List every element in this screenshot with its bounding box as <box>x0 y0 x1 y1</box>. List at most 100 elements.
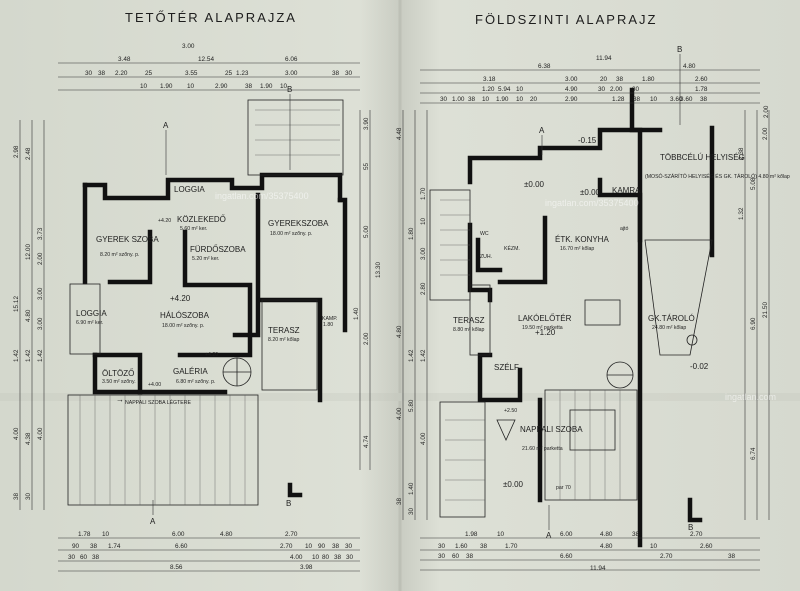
ground-misc-stair: par 70 <box>556 485 571 491</box>
ground-dim-top4-9: 38 <box>700 96 708 103</box>
ground-dim-bottom3-4: 2.70 <box>660 553 673 560</box>
ground-dim-top3-4: 30 <box>598 86 606 93</box>
ground-dim-left-9: 4.00 <box>396 407 403 420</box>
upper-dim-bottom2-6: 90 <box>318 543 326 550</box>
upper-room-terrace: TERASZ <box>268 326 300 335</box>
ground-section-mark-b-top: B <box>677 45 682 54</box>
upper-misc-label-2: 1.80 <box>323 322 333 328</box>
ground-floor-title: FÖLDSZINTI ALAPRAJZ <box>475 12 657 27</box>
upper-stair-arrow: → <box>116 395 124 404</box>
ground-dim-bottom3-2: 38 <box>466 553 474 560</box>
ground-sofa <box>569 409 616 451</box>
upper-dim-bottom1-0: 1.78 <box>78 531 91 538</box>
upper-dim-left-6: 4.80 <box>25 309 32 322</box>
upper-dim-left-13: 4.38 <box>25 432 32 445</box>
ground-dim-bottom3-5: 38 <box>728 553 736 560</box>
ground-dim-top2-4: 3.00 <box>565 76 578 83</box>
ground-level-4: +1.20 <box>535 328 556 337</box>
watermark-ground: ingatlan.com/35375400 <box>545 198 639 208</box>
ground-room-terrace: TERASZ <box>453 316 485 325</box>
upper-dim-bottom2-3: 6.60 <box>175 543 188 550</box>
ground-dim-top3-0: 30 <box>440 96 448 103</box>
ground-dim-top2-1: 1.20 <box>482 86 495 93</box>
upper-room-kids-room-1: GYEREK SZOBA <box>96 235 159 244</box>
ground-level-5: -0.02 <box>690 362 709 371</box>
ground-room-wc: WC <box>480 231 489 237</box>
upper-dim-top3-3: 2.90 <box>215 83 228 90</box>
ground-dim-top1-1: 11.94 <box>596 55 612 62</box>
upper-dim-right-3: 13.30 <box>375 262 382 278</box>
upper-dim-bottom3-5: 80 <box>322 554 330 561</box>
ground-dim-bottom1-1: 10 <box>497 531 505 538</box>
ground-dims-top: 6.38 11.94 4.80 3.18 1.20 5.94 10 3.00 2… <box>440 55 770 118</box>
ground-dim-left-8: 1.42 <box>420 349 427 362</box>
ground-dim-top3-9: 2.00 <box>763 105 770 118</box>
upper-dim-top3-2: 10 <box>187 83 195 90</box>
ground-wall-wc <box>475 237 503 273</box>
upper-dim-right-2: 5.00 <box>363 225 370 238</box>
ground-dim-left-13: 38 <box>396 497 403 505</box>
ground-floor-plan: TÖBBCÉLÚ HELYISÉG (MOSÓ-SZÁRÍTÓ HELYISÉG… <box>396 45 790 572</box>
ground-dim-bottom2-4: 4.80 <box>600 543 613 550</box>
upper-room-dressing-area: 3.50 m² szőny. <box>102 379 136 385</box>
upper-level-1: +4.20 <box>158 218 171 224</box>
upper-dim-bottom2-2: 1.74 <box>108 543 121 550</box>
ground-dim-left-7: 1.42 <box>408 349 415 362</box>
ground-dim-top2-5: 20 <box>600 76 608 83</box>
upper-dim-left-9: 1.42 <box>13 349 20 362</box>
upper-dim-top1-1: 12.54 <box>198 56 214 63</box>
ground-dining-table <box>584 299 621 326</box>
upper-room-loggia-north: LOGGIA <box>174 185 205 194</box>
upper-room-master-bedroom-area: 18.00 m² szőny. p. <box>162 323 204 329</box>
ground-room-living-area: 21.60 m² parketta <box>522 446 563 452</box>
upper-room-bathroom: FÜRDŐSZOBA <box>190 245 246 254</box>
ground-dim-bottom2-1: 1.60 <box>455 543 468 550</box>
ground-dim-right-6: 6.74 <box>750 447 757 460</box>
ground-dim-top2-3: 10 <box>516 86 524 93</box>
ground-dim-top2-6: 38 <box>616 76 624 83</box>
upper-dims-top: 3.48 12.54 6.06 30 38 2.20 25 3.55 25 1.… <box>85 43 353 90</box>
ground-dim-right-5: 21.50 <box>762 302 769 318</box>
upper-dim-bottom2-8: 30 <box>345 543 353 550</box>
ground-dim-bottom3-3: 6.60 <box>560 553 573 560</box>
ground-dim-top4-2: 10 <box>516 96 524 103</box>
upper-dim-bottom3-7: 30 <box>346 554 354 561</box>
ground-dims-right: 2.38 2.00 5.08 1.32 6.90 21.50 6.74 <box>738 127 769 460</box>
upper-dim-top2-9: 30 <box>345 70 353 77</box>
upper-room-living-airspace: NAPPALI SZOBA LÉGTERE <box>125 399 191 406</box>
upper-dim-left-10: 1.42 <box>25 349 32 362</box>
upper-dim-top3-1: 1.90 <box>160 83 173 90</box>
ground-dim-bottom3-0: 30 <box>438 553 446 560</box>
upper-dim-top1-0: 3.48 <box>118 56 131 63</box>
upper-wall-stub <box>287 482 303 498</box>
ground-dim-bottom2-6: 2.60 <box>700 543 713 550</box>
ground-dim-top4-1: 1.90 <box>496 96 509 103</box>
upper-dim-left-11: 1.42 <box>37 349 44 362</box>
ground-room-terrace-area: 8.80 m² kőlap <box>453 327 485 333</box>
upper-room-kids-room-2-area: 18.00 m² szőny. p. <box>270 231 312 237</box>
upper-dim-top3-6: 10 <box>280 83 288 90</box>
upper-dim-top3-5: 1.90 <box>260 83 273 90</box>
ground-dim-left-6: 4.80 <box>396 325 403 338</box>
ground-dim-left-14: 30 <box>408 507 415 515</box>
upper-dim-bottom2-7: 38 <box>332 543 340 550</box>
upper-dim-right-4: 1.40 <box>353 307 360 320</box>
upper-dims-bottom: 1.78 10 6.00 4.80 2.70 90 38 1.74 6.60 2… <box>68 531 354 571</box>
ground-level-1: -0.15 <box>578 136 597 145</box>
ground-dim-top2-7: 1.80 <box>642 76 655 83</box>
ground-room-garage: GK.TÁROLÓ <box>648 314 695 323</box>
ground-level-2: ±0.00 <box>524 180 545 189</box>
watermark-side: ingatlan.com <box>725 392 776 402</box>
upper-level-4: +4.00 <box>148 382 161 388</box>
watermark-upper: ingatlan.com/35375400 <box>215 191 309 201</box>
ground-dim-bottom1-3: 4.80 <box>600 531 613 538</box>
ground-dim-left-3: 10 <box>420 217 427 225</box>
upper-room-gallery: GALÉRIA <box>173 367 208 376</box>
upper-dim-bottom1-4: 2.70 <box>285 531 298 538</box>
ground-dim-top4-6: 38 <box>633 96 641 103</box>
ground-level-6: ±0.00 <box>503 480 524 489</box>
ground-dim-top4-3: 20 <box>530 96 538 103</box>
upper-dims-left: 2.98 2.48 3.73 12.00 2.00 15.12 4.80 3.0… <box>13 145 44 500</box>
ground-dim-top3-5: 2.00 <box>610 86 623 93</box>
